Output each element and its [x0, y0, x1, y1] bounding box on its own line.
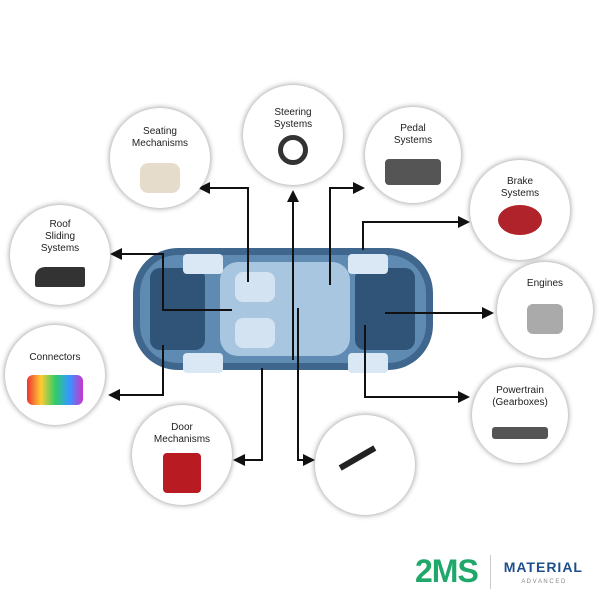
- logo-name: MATERIAL: [503, 558, 583, 575]
- logo-tagline: A D V A N C E D: [521, 578, 566, 585]
- component-connectors[interactable]: Connectors: [5, 325, 105, 425]
- seat-icon: [140, 163, 180, 193]
- component-powertrain[interactable]: Powertrain (Gearboxes): [472, 367, 568, 463]
- component-engines[interactable]: Engines: [497, 262, 593, 358]
- gearbox-icon: [492, 427, 548, 439]
- component-door[interactable]: Door Mechanisms: [132, 405, 232, 505]
- connector-lines: [108, 182, 494, 466]
- brake-icon: [498, 205, 542, 235]
- logo-mark: 2MS: [415, 553, 479, 589]
- lever-icon: [338, 445, 392, 497]
- roof-icon: [35, 267, 85, 287]
- connector-icon: [27, 375, 83, 405]
- steering-wheel-icon: [278, 135, 308, 165]
- engine-icon: [527, 304, 563, 334]
- component-pedal[interactable]: Pedal Systems: [365, 107, 461, 203]
- component-levers[interactable]: [315, 415, 415, 515]
- component-seating[interactable]: Seating Mechanisms: [110, 108, 210, 208]
- component-steering[interactable]: Steering Systems: [243, 85, 343, 185]
- logo: 2MS MATERIAL A D V A N C E D: [415, 553, 583, 590]
- car-image: [133, 248, 433, 373]
- component-roof[interactable]: Roof Sliding Systems: [10, 205, 110, 305]
- door-icon: [163, 453, 201, 493]
- pedal-icon: [385, 159, 441, 185]
- component-brake[interactable]: Brake Systems: [470, 160, 570, 260]
